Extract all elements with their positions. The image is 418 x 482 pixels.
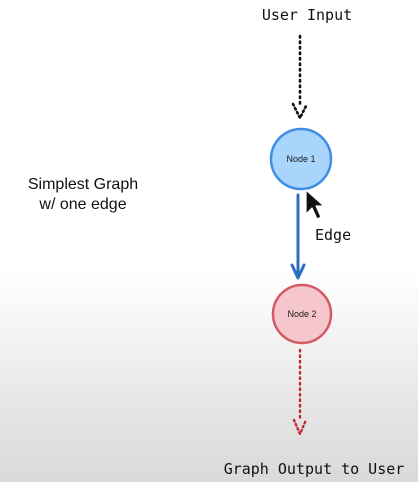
diagram-caption: Simplest Graph w/ one edge	[2, 175, 164, 215]
node-2	[271, 283, 333, 345]
user-input-label: User Input	[262, 6, 352, 24]
edge-arrow-head	[290, 263, 306, 280]
mouse-cursor-icon	[305, 189, 325, 220]
caption-line-1: Simplest Graph	[27, 176, 139, 193]
edge-label: Edge	[315, 226, 351, 244]
graph-output-label: Graph Output to User	[224, 460, 405, 478]
output-arrow-head	[292, 418, 308, 438]
node-2-label: Node 2	[287, 309, 316, 319]
node-1	[269, 127, 333, 191]
caption-line-2: w/ one edge	[39, 196, 127, 213]
node-1-label: Node 1	[286, 154, 315, 164]
input-arrow-head	[291, 102, 309, 121]
